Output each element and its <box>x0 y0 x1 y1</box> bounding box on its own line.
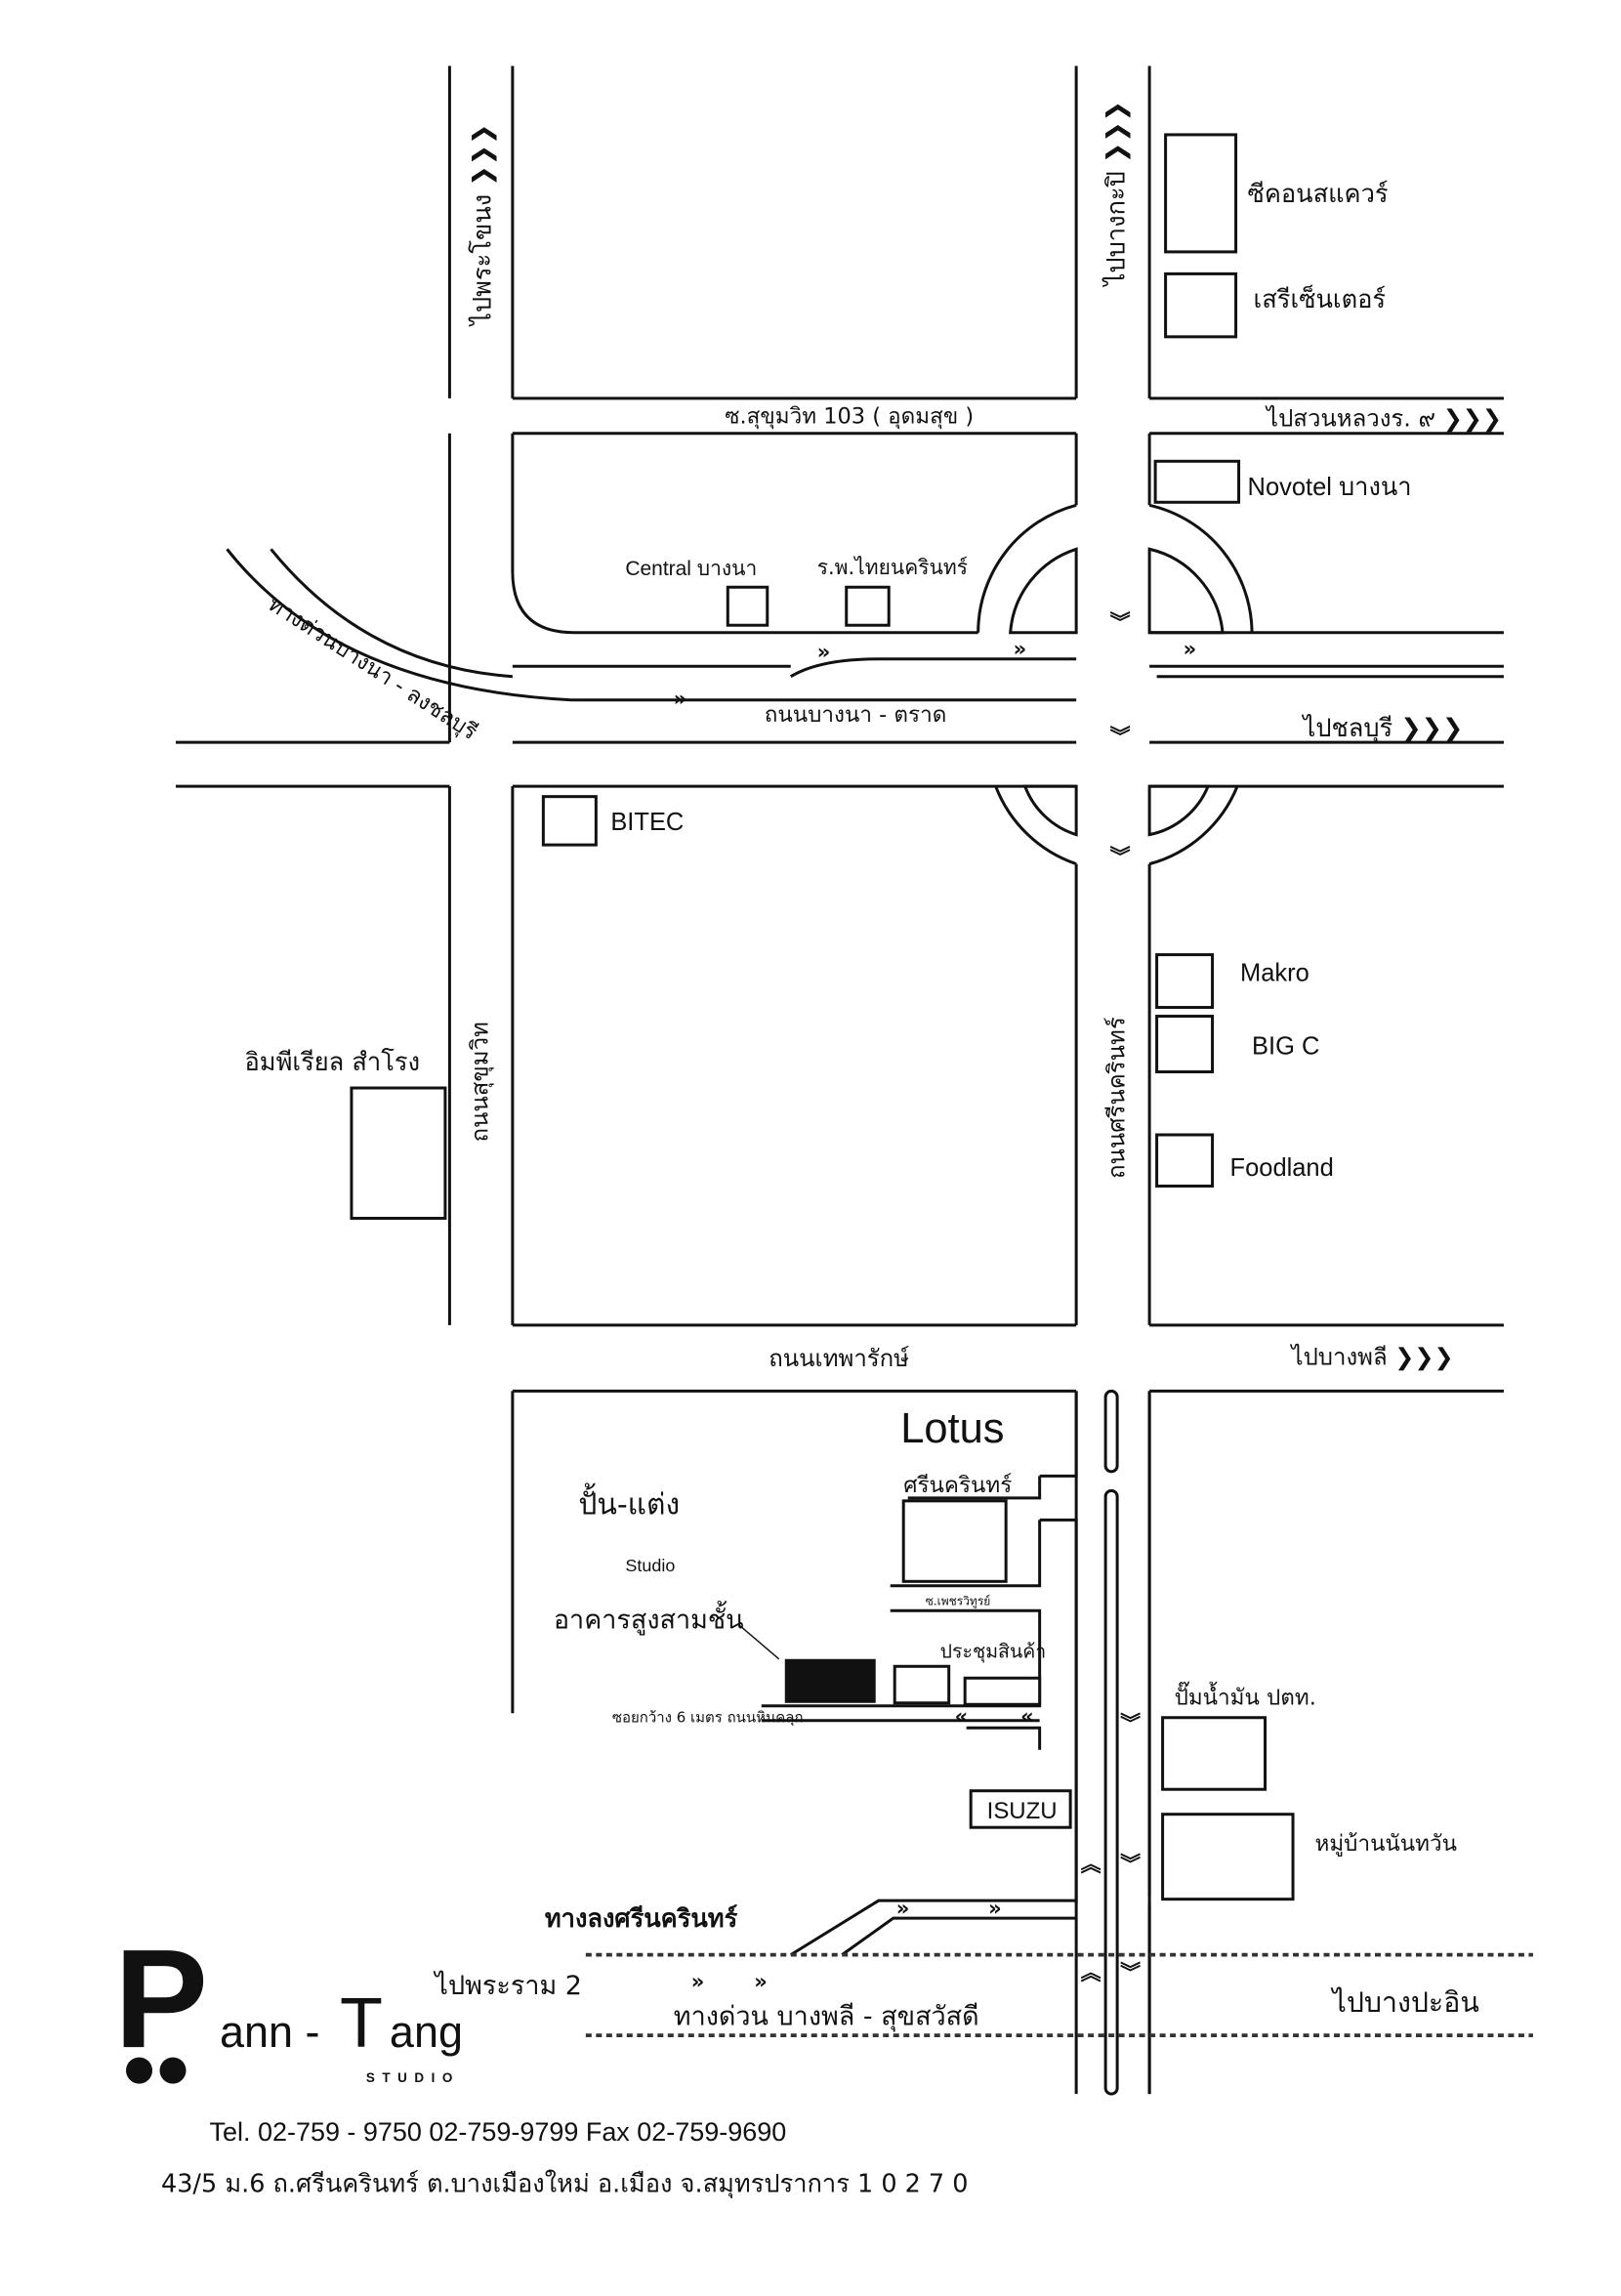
studio-thai-name: ปั้น-แต่ง <box>578 1482 680 1522</box>
soi-sukhumvit-103 <box>512 397 1504 436</box>
imperial-label: อิมพีเรียล สำโรง <box>244 1048 420 1077</box>
exit-srinakarin-label: ทางลงศรีนครินทร์ <box>545 1903 738 1934</box>
arrow-down-icon: ︾ <box>1120 1853 1141 1876</box>
traffic-arrows: » » » » ︾ ︾ ︾ « « ︾ ︾ ︽ ︽ ︾ » » » » <box>674 611 1196 1993</box>
seacon-building <box>1164 133 1238 254</box>
to-chonburi-label: ไปชลบุรี ❯❯❯ <box>1302 714 1464 743</box>
lotus-label: Lotus <box>900 1405 1004 1452</box>
novotel-label: Novotel บางนา <box>1248 474 1412 501</box>
arrow-down-icon: ︾ <box>1110 726 1131 749</box>
arrow-right-icon: » <box>896 1897 910 1920</box>
lotus-building <box>901 1499 1008 1583</box>
srinakarin-label: ถนนศรีนครินทร์ <box>1103 1017 1131 1179</box>
logo-letter-t: T <box>340 1984 383 2063</box>
makro-label: Makro <box>1240 960 1309 987</box>
hospital-label: ร.พ.ไทยนครินทร์ <box>817 556 968 579</box>
seri-building <box>1164 271 1238 339</box>
arrow-left-icon: « <box>1020 1705 1034 1729</box>
arrow-up-icon: ︽ <box>1081 1853 1101 1876</box>
arrow-right-icon: » <box>1014 638 1027 661</box>
logo-text: ann - <box>220 2007 319 2057</box>
arrow-right-icon: » <box>691 1970 705 1993</box>
studio-en-label: Studio <box>625 1556 675 1575</box>
contact-address: 43/5 ม.6 ถ.ศรีนครินทร์ ต.บางเมืองใหม่ อ.… <box>161 2170 968 2199</box>
ptt-label: ปั๊มน้ำมัน ปตท. <box>1175 1681 1316 1710</box>
sukhumvit-road <box>447 65 978 1325</box>
novotel-building <box>1153 459 1241 504</box>
seacon-label: ซีคอนสแควร์ <box>1248 180 1389 209</box>
building-label: อาคารสูงสามชั้น <box>554 1600 744 1635</box>
sukhumvit-103-label: ซ.สุขุมวิท 103 ( อุดมสุข ) <box>725 403 974 429</box>
building-pointer <box>738 1624 780 1660</box>
village-building <box>1161 1813 1295 1901</box>
arrow-right-icon: » <box>754 1970 768 1993</box>
central-label: Central บางนา <box>625 558 757 580</box>
to-bang-phli-label: ไปบางพลี ❯❯❯ <box>1290 1343 1454 1370</box>
hospital-building <box>845 585 891 627</box>
arrow-down-icon: ︾ <box>1110 846 1131 869</box>
theparak-road <box>511 1323 1504 1897</box>
logo-studio-label: STUDIO <box>366 2070 460 2085</box>
warehouse-label: ประชุมสินค้า <box>940 1640 1047 1663</box>
bigc-building <box>1155 1015 1215 1074</box>
foodland-label: Foodland <box>1230 1154 1334 1182</box>
roundabout <box>977 503 1254 866</box>
imperial-building <box>350 1086 447 1220</box>
arrow-down-icon: ︾ <box>1120 1961 1141 1984</box>
foodland-building <box>1155 1133 1215 1188</box>
sukhumvit-label: ถนนสุขุมวิท <box>466 1022 493 1142</box>
central-building <box>726 585 769 627</box>
arrow-right-icon: » <box>817 641 831 664</box>
arrow-right-icon: » <box>674 688 687 711</box>
arrow-right-icon: » <box>988 1897 1002 1920</box>
bigc-label: BIG C <box>1252 1033 1319 1061</box>
makro-building <box>1155 953 1215 1010</box>
logo-letter-p: P <box>114 1920 208 2077</box>
to-bang-pa-in-label: ไปบางปะอิน <box>1331 1986 1479 2019</box>
village-label: หมู่บ้านนันทวัน <box>1315 1831 1457 1857</box>
to-rama2-label: ไปพระราม 2 <box>433 1971 582 2001</box>
soi-phet-label: ซ.เพชรวิทูรย์ <box>926 1594 991 1608</box>
to-phra-khanong-label: ไปพระโขนง ❯❯❯ <box>468 124 497 327</box>
contact-phone: Tel. 02-759 - 9750 02-759-9799 Fax 02-75… <box>210 2117 787 2147</box>
arrow-up-icon: ︽ <box>1081 1961 1101 1984</box>
arrow-down-icon: ︾ <box>1120 1712 1141 1735</box>
bangna-trat-road <box>176 548 1504 788</box>
pann-tang-logo: P ann - T ang STUDIO <box>114 1920 463 2085</box>
logo-dot <box>159 2057 187 2084</box>
studio-building <box>784 1658 876 1703</box>
arrow-right-icon: » <box>1184 638 1197 661</box>
arrow-down-icon: ︾ <box>1110 611 1131 635</box>
expressway-bangphli-label: ทางด่วน บางพลี - สุขสวัสดี <box>674 2002 979 2032</box>
isuzu-label: ISUZU <box>987 1798 1058 1824</box>
logo-text-end: ang <box>390 2007 463 2057</box>
local-roads <box>585 1391 1533 2095</box>
to-bang-kapi-label: ไปบางกะปิ ❯❯❯ <box>1102 101 1132 287</box>
lotus-sub-label: ศรีนครินทร์ <box>903 1472 1012 1498</box>
bitec-building <box>541 795 598 847</box>
logo-dot <box>126 2057 153 2084</box>
soi-width-label: ซอยกว้าง 6 เมตร ถนนหินคลุก <box>612 1708 804 1727</box>
bitec-label: BITEC <box>610 809 684 836</box>
arrow-left-icon: « <box>955 1705 969 1729</box>
warehouse-building <box>963 1676 1042 1706</box>
theparak-label: ถนนเทพารักษ์ <box>769 1345 909 1372</box>
ptt-building <box>1161 1716 1268 1791</box>
neighbor-building <box>893 1664 951 1705</box>
seri-label: เสรีเซ็นเตอร์ <box>1254 284 1387 314</box>
isuzu-box <box>969 1789 1072 1829</box>
bangna-trat-label: ถนนบางนา - ตราด <box>765 702 947 728</box>
to-suan-luang-label: ไปสวนหลวงร. ๙ ❯❯❯ <box>1265 404 1502 432</box>
